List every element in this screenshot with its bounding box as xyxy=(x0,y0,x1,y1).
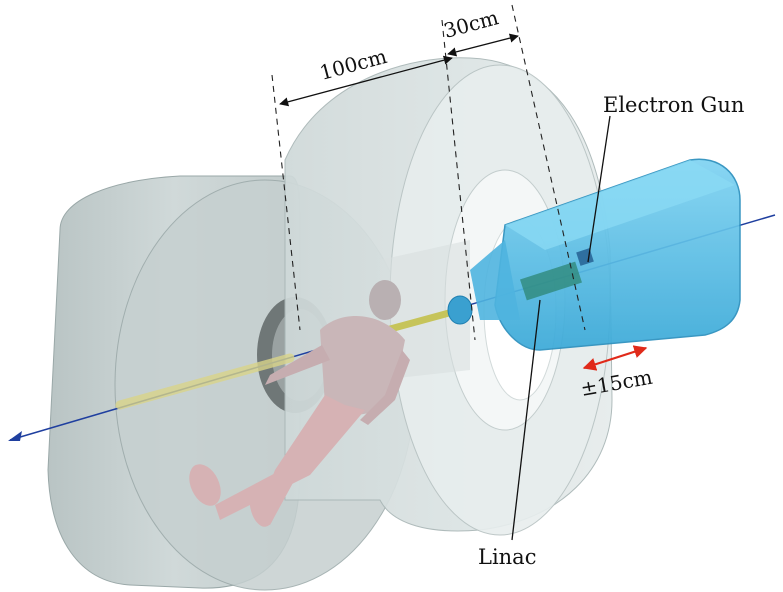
dimension-30-arrow xyxy=(447,33,519,57)
patient-figure xyxy=(189,280,410,527)
dimension-30-label: 30cm xyxy=(441,5,501,43)
dimension-100-arrow xyxy=(279,55,453,107)
electron-gun-label: Electron Gun xyxy=(603,93,744,117)
dimension-guides xyxy=(271,4,586,341)
electron-gun-leader xyxy=(587,115,611,263)
linac-housing xyxy=(447,158,741,351)
linac-label: Linac xyxy=(478,545,536,569)
beam-axis-arrowhead xyxy=(8,431,22,441)
linac-leader xyxy=(511,299,541,541)
travel-arrow xyxy=(582,345,648,371)
